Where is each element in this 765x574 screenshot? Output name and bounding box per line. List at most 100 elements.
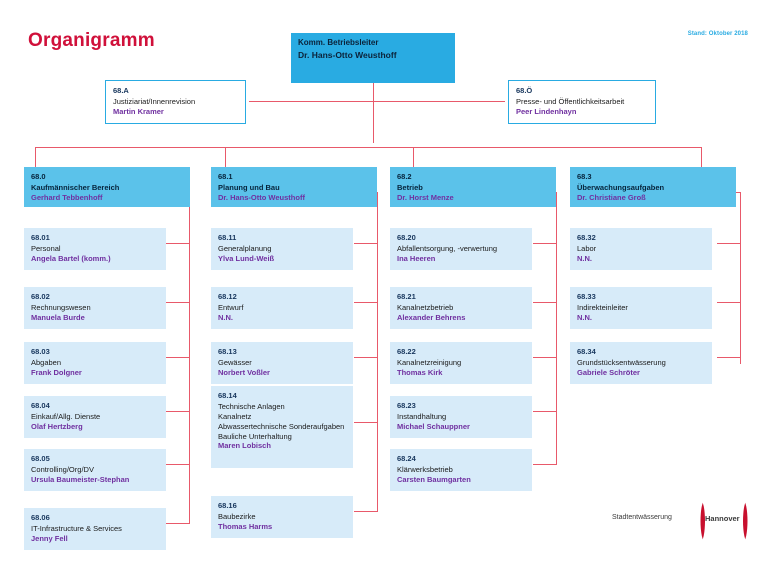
unit-code: 68.33 [577, 292, 596, 301]
unit-code: 68.01 [31, 233, 50, 242]
unit-box-68-05[interactable]: 68.05 Controlling/Org/DV Ursula Baumeist… [24, 449, 166, 491]
unit-person: Angela Bartel (komm.) [31, 253, 111, 263]
dept-box-68-3[interactable]: 68.3 Überwachungsaufgaben Dr. Christiane… [570, 167, 736, 207]
unit-desc-3: Abwassertechnische Sonderaufgaben [218, 421, 345, 431]
unit-code: 68.02 [31, 292, 50, 301]
tick-0-4 [166, 464, 190, 465]
tick-1-4 [354, 511, 378, 512]
unit-person: Norbert Voßler [218, 367, 270, 377]
unit-box-68-32[interactable]: 68.32 Labor N.N. [570, 228, 712, 270]
tick-2-4 [533, 464, 557, 465]
unit-box-68-21[interactable]: 68.21 Kanalnetzbetrieb Alexander Behrens [390, 287, 532, 329]
connector-drop-dept-3 [701, 147, 702, 167]
staff-person: Peer Lindenhayn [516, 106, 577, 116]
unit-code: 68.32 [577, 233, 596, 242]
connector-leader-vertical [373, 83, 374, 143]
unit-desc: Gewässer [218, 357, 252, 367]
unit-desc: Personal [31, 243, 61, 253]
spine-col-0 [189, 192, 190, 524]
tick-0-1 [166, 302, 190, 303]
staff-box-presse[interactable]: 68.Ö Presse- und Öffentlichkeitsarbeit P… [508, 80, 656, 124]
tick-1-2 [354, 357, 378, 358]
unit-box-68-03[interactable]: 68.03 Abgaben Frank Dolgner [24, 342, 166, 384]
unit-person: Manuela Burde [31, 312, 85, 322]
unit-desc-4: Bauliche Unterhaltung [218, 431, 292, 441]
unit-box-68-23[interactable]: 68.23 Instandhaltung Michael Schauppner [390, 396, 532, 438]
unit-person: N.N. [577, 253, 592, 263]
unit-code: 68.04 [31, 401, 50, 410]
unit-box-68-06[interactable]: 68.06 IT-Infrastructure & Services Jenny… [24, 508, 166, 550]
unit-box-68-13[interactable]: 68.13 Gewässer Norbert Voßler [211, 342, 353, 384]
unit-desc: Entwurf [218, 302, 244, 312]
tick-2-0 [533, 243, 557, 244]
unit-person: Ursula Baumeister-Stephan [31, 474, 130, 484]
tick-1-3 [354, 422, 378, 423]
dept-code: 68.3 [577, 172, 592, 181]
unit-person: Frank Dolgner [31, 367, 82, 377]
unit-box-68-14[interactable]: 68.14 Technische Anlagen Kanalnetz Abwas… [211, 386, 353, 468]
leader-role: Komm. Betriebsleiter [298, 38, 379, 47]
dept-box-68-2[interactable]: 68.2 Betrieb Dr. Horst Menze [390, 167, 556, 207]
unit-box-68-02[interactable]: 68.02 Rechnungswesen Manuela Burde [24, 287, 166, 329]
staff-code: 68.Ö [516, 86, 533, 95]
spine-col-1 [377, 192, 378, 512]
connector-drop-dept-1 [225, 147, 226, 167]
unit-box-68-20[interactable]: 68.20 Abfallentsorgung, -verwertung Ina … [390, 228, 532, 270]
dept-code: 68.1 [218, 172, 233, 181]
unit-box-68-12[interactable]: 68.12 Entwurf N.N. [211, 287, 353, 329]
unit-desc: Indirekteinleiter [577, 302, 628, 312]
staff-desc: Justiziariat/Innenrevision [113, 96, 196, 106]
logo-bracket-left-icon [700, 500, 705, 542]
unit-box-68-11[interactable]: 68.11 Generalplanung Ylva Lund-Weiß [211, 228, 353, 270]
connector-drop-dept-2 [413, 147, 414, 167]
tick-0-5 [166, 523, 190, 524]
dept-desc: Planung und Bau [218, 182, 280, 192]
tick-0-3 [166, 411, 190, 412]
unit-code: 68.11 [218, 233, 237, 242]
unit-person: Gabriele Schröter [577, 367, 640, 377]
tick-2-1 [533, 302, 557, 303]
unit-person: Jenny Fell [31, 533, 68, 543]
unit-box-68-04[interactable]: 68.04 Einkauf/Allg. Dienste Olaf Hertzbe… [24, 396, 166, 438]
logo-name: Stadtentwässerung [612, 514, 672, 521]
tick-3-1 [717, 302, 741, 303]
unit-desc: Baubezirke [218, 511, 256, 521]
connector-main-bus [35, 147, 701, 148]
dept-box-68-1[interactable]: 68.1 Planung und Bau Dr. Hans-Otto Weust… [211, 167, 377, 207]
unit-person: Thomas Harms [218, 521, 273, 531]
unit-box-68-01[interactable]: 68.01 Personal Angela Bartel (komm.) [24, 228, 166, 270]
tick-0-2 [166, 357, 190, 358]
unit-box-68-34[interactable]: 68.34 Grundstücksentwässerung Gabriele S… [570, 342, 712, 384]
unit-code: 68.03 [31, 347, 50, 356]
unit-desc: Abgaben [31, 357, 62, 367]
page-title: Organigramm [28, 30, 155, 51]
unit-box-68-33[interactable]: 68.33 Indirekteinleiter N.N. [570, 287, 712, 329]
unit-code: 68.24 [397, 454, 416, 463]
dept-person: Dr. Horst Menze [397, 192, 454, 202]
unit-box-68-24[interactable]: 68.24 Klärwerksbetrieb Carsten Baumgarte… [390, 449, 532, 491]
unit-person: Thomas Kirk [397, 367, 443, 377]
unit-person: Alexander Behrens [397, 312, 466, 322]
tick-0-0 [166, 243, 190, 244]
unit-code: 68.23 [397, 401, 416, 410]
tick-2-3 [533, 411, 557, 412]
unit-desc: Controlling/Org/DV [31, 464, 94, 474]
unit-desc-2: Kanalnetz [218, 411, 252, 421]
connector-staff-right [373, 101, 505, 102]
tick-3-0 [717, 243, 741, 244]
staff-code: 68.A [113, 86, 129, 95]
tick-1-1 [354, 302, 378, 303]
unit-code: 68.05 [31, 454, 50, 463]
dept-box-68-0[interactable]: 68.0 Kaufmännischer Bereich Gerhard Tebb… [24, 167, 190, 207]
unit-box-68-16[interactable]: 68.16 Baubezirke Thomas Harms [211, 496, 353, 538]
leader-box[interactable]: Komm. Betriebsleiter Dr. Hans-Otto Weust… [291, 33, 455, 83]
spine-col-3 [740, 192, 741, 364]
unit-code: 68.22 [397, 347, 416, 356]
unit-person: Michael Schauppner [397, 421, 470, 431]
date-stamp: Stand: Oktober 2018 [687, 31, 748, 37]
connector-drop-dept-0 [35, 147, 36, 167]
connector-staff-left [249, 101, 373, 102]
staff-box-justiziariat[interactable]: 68.A Justiziariat/Innenrevision Martin K… [105, 80, 246, 124]
tick-1-0 [354, 243, 378, 244]
unit-box-68-22[interactable]: 68.22 Kanalnetzreinigung Thomas Kirk [390, 342, 532, 384]
